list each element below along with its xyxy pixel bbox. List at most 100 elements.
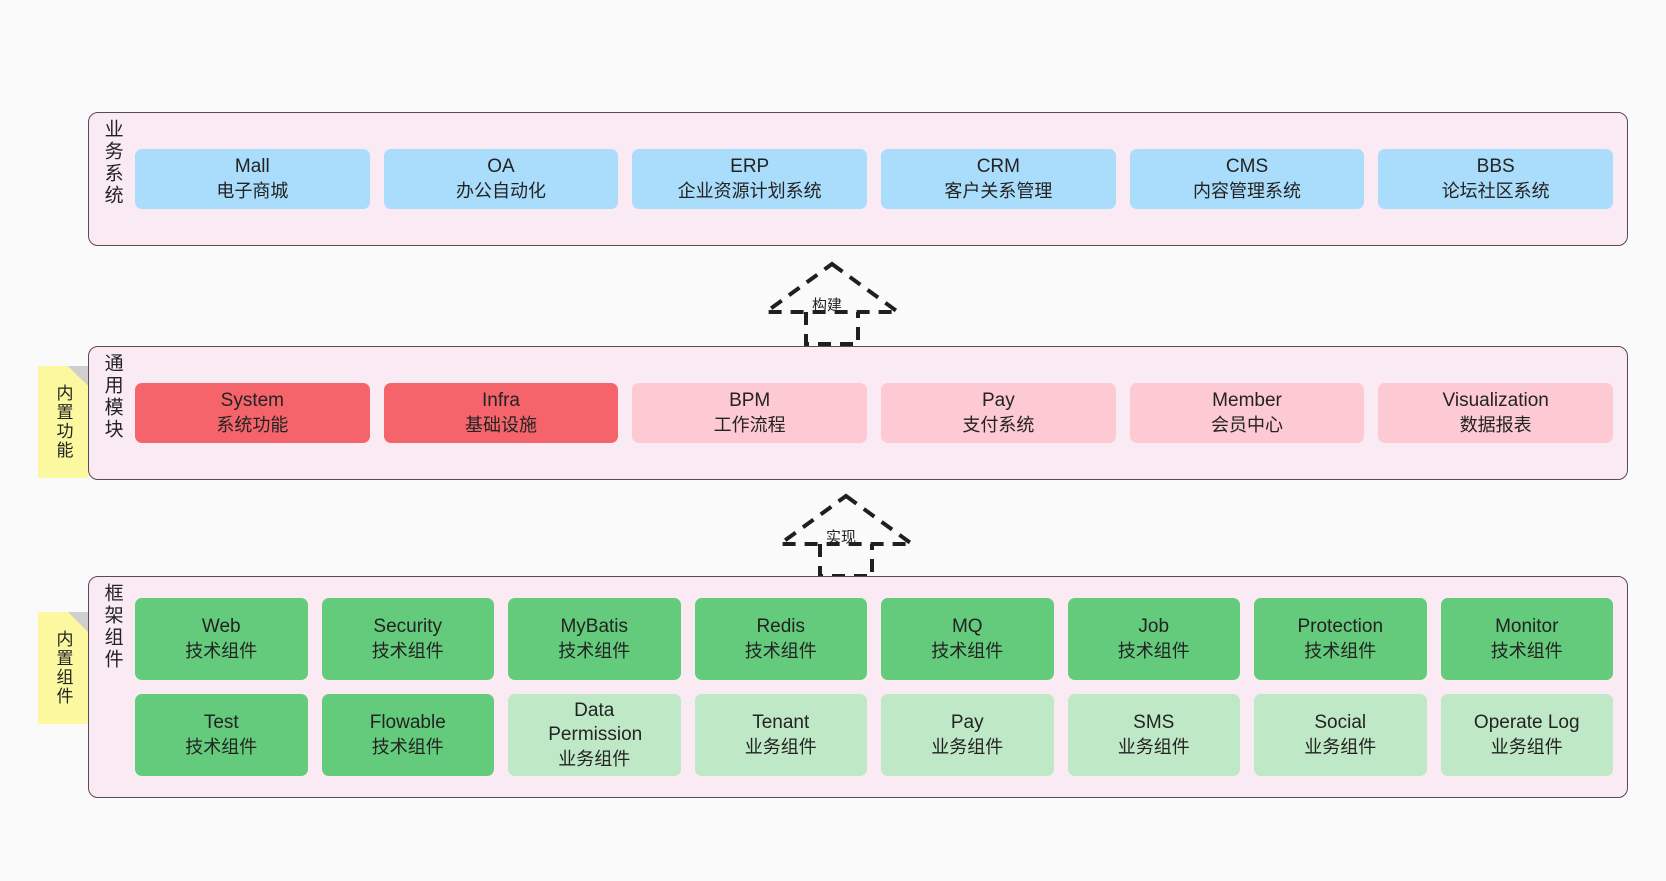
node-web-sub: 技术组件 [185, 640, 258, 661]
node-data-permission[interactable]: Data Permission 业务组件 [508, 694, 681, 776]
node-monitor-name: Monitor [1495, 616, 1559, 638]
node-mq-name: MQ [951, 616, 983, 638]
node-system[interactable]: System 系统功能 [135, 383, 370, 443]
node-mybatis-name: MyBatis [560, 616, 629, 638]
node-social-name: Social [1314, 712, 1367, 734]
node-member-sub: 会员中心 [1211, 414, 1284, 435]
node-cms-sub: 内容管理系统 [1193, 180, 1302, 201]
node-crm-name: CRM [976, 156, 1020, 178]
node-erp[interactable]: ERP 企业资源计划系统 [632, 149, 868, 209]
node-infra-sub: 基础设施 [465, 414, 537, 435]
node-security-sub: 技术组件 [371, 640, 444, 661]
node-flowable-sub: 技术组件 [371, 736, 444, 757]
node-tenant-sub: 业务组件 [744, 736, 817, 757]
note-fold-icon [68, 612, 88, 632]
connector-build-head [759, 261, 905, 314]
node-pay-component[interactable]: Pay 业务组件 [881, 694, 1054, 776]
layer-business-systems[interactable]: 业务系统 Mall 电子商城 OA 办公自动化 ERP 企业资源计划系统 CRM [88, 112, 1628, 246]
node-erp-sub: 企业资源计划系统 [677, 180, 822, 201]
connector-build-shaft [804, 312, 860, 346]
layer-module-title: 通用模块 [101, 353, 123, 441]
node-infra[interactable]: Infra 基础设施 [383, 383, 619, 443]
node-security[interactable]: Security 技术组件 [321, 598, 494, 680]
connector-implement: 实现 [766, 490, 926, 578]
node-mybatis[interactable]: MyBatis 技术组件 [508, 598, 681, 680]
connector-build: 构建 [752, 258, 912, 346]
framework-row-biz: Test 技术组件 Flowable 技术组件 Data Permission … [135, 694, 1613, 776]
node-security-name: Security [373, 616, 443, 638]
node-system-name: System [220, 390, 285, 412]
node-sms[interactable]: SMS 业务组件 [1067, 694, 1240, 776]
node-protection-sub: 技术组件 [1304, 640, 1377, 661]
node-cms[interactable]: CMS 内容管理系统 [1129, 149, 1365, 209]
node-mall-name: Mall [234, 156, 270, 178]
node-job-name: Job [1138, 616, 1170, 638]
note-builtin-components: 内置组件 [38, 612, 88, 724]
node-bbs[interactable]: BBS 论坛社区系统 [1378, 149, 1614, 209]
node-redis-sub: 技术组件 [744, 640, 817, 661]
node-bpm-name: BPM [729, 390, 771, 412]
framework-row-tech: Web 技术组件 Security 技术组件 MyBatis 技术组件 Redi… [135, 598, 1613, 680]
node-mall[interactable]: Mall 电子商城 [135, 149, 370, 209]
node-cms-name: CMS [1225, 156, 1269, 178]
node-visualization-sub: 数据报表 [1459, 414, 1532, 435]
layer-framework-components[interactable]: 框架组件 Web 技术组件 Security 技术组件 MyBatis 技术组件… [88, 576, 1628, 798]
node-social-sub: 业务组件 [1304, 736, 1377, 757]
node-mybatis-sub: 技术组件 [558, 640, 631, 661]
node-protection-name: Protection [1297, 616, 1384, 638]
node-bbs-sub: 论坛社区系统 [1441, 180, 1550, 201]
node-oa[interactable]: OA 办公自动化 [383, 149, 619, 209]
connector-implement-shaft [818, 544, 874, 578]
node-operate-log-sub: 业务组件 [1490, 736, 1563, 757]
node-pay-module-name: Pay [981, 390, 1015, 412]
node-web[interactable]: Web 技术组件 [135, 598, 308, 680]
connector-implement-head [773, 493, 919, 546]
node-infra-name: Infra [481, 390, 521, 412]
node-tenant[interactable]: Tenant 业务组件 [694, 694, 867, 776]
node-flowable[interactable]: Flowable 技术组件 [321, 694, 494, 776]
layer-framework-title-wrap: 框架组件 [89, 577, 135, 797]
business-row: Mall 电子商城 OA 办公自动化 ERP 企业资源计划系统 CRM 客户关系… [135, 149, 1614, 209]
node-mq[interactable]: MQ 技术组件 [881, 598, 1054, 680]
node-pay-component-sub: 业务组件 [931, 736, 1004, 757]
note-builtin-functions-text: 内置功能 [53, 384, 73, 460]
node-oa-name: OA [487, 156, 515, 178]
node-protection[interactable]: Protection 技术组件 [1254, 598, 1427, 680]
node-crm[interactable]: CRM 客户关系管理 [881, 149, 1116, 209]
node-bpm-sub: 工作流程 [713, 414, 786, 435]
node-web-name: Web [201, 616, 241, 638]
layer-business-body: Mall 电子商城 OA 办公自动化 ERP 企业资源计划系统 CRM 客户关系… [135, 113, 1627, 245]
node-sms-sub: 业务组件 [1117, 736, 1190, 757]
node-mall-sub: 电子商城 [216, 180, 289, 201]
node-redis[interactable]: Redis 技术组件 [694, 598, 867, 680]
node-pay-module-sub: 支付系统 [962, 414, 1035, 435]
node-data-permission-name: Data Permission [548, 700, 643, 746]
layer-business-title: 业务系统 [101, 119, 123, 207]
node-pay-component-name: Pay [950, 712, 984, 734]
node-bpm[interactable]: BPM 工作流程 [632, 383, 868, 443]
layer-module-title-wrap: 通用模块 [89, 347, 135, 479]
node-pay-module[interactable]: Pay 支付系统 [881, 383, 1116, 443]
node-monitor[interactable]: Monitor 技术组件 [1440, 598, 1613, 680]
node-data-permission-sub: 业务组件 [558, 748, 631, 769]
connector-build-label: 构建 [812, 297, 843, 314]
layer-framework-body: Web 技术组件 Security 技术组件 MyBatis 技术组件 Redi… [135, 577, 1627, 797]
node-visualization[interactable]: Visualization 数据报表 [1378, 383, 1614, 443]
layer-common-modules[interactable]: 通用模块 System 系统功能 Infra 基础设施 BPM 工作流程 Pay [88, 346, 1628, 480]
node-redis-name: Redis [756, 616, 806, 638]
node-test[interactable]: Test 技术组件 [135, 694, 308, 776]
node-sms-name: SMS [1133, 712, 1175, 734]
node-social[interactable]: Social 业务组件 [1254, 694, 1427, 776]
node-member[interactable]: Member 会员中心 [1129, 383, 1365, 443]
layer-framework-title: 框架组件 [101, 583, 123, 671]
module-row: System 系统功能 Infra 基础设施 BPM 工作流程 Pay 支付系统… [135, 383, 1614, 443]
node-mq-sub: 技术组件 [931, 640, 1004, 661]
note-builtin-components-text: 内置组件 [53, 630, 73, 706]
node-operate-log-name: Operate Log [1473, 712, 1580, 734]
node-system-sub: 系统功能 [216, 414, 289, 435]
node-operate-log[interactable]: Operate Log 业务组件 [1440, 694, 1613, 776]
node-crm-sub: 客户关系管理 [944, 180, 1053, 201]
node-job[interactable]: Job 技术组件 [1067, 598, 1240, 680]
node-tenant-name: Tenant [752, 712, 810, 734]
